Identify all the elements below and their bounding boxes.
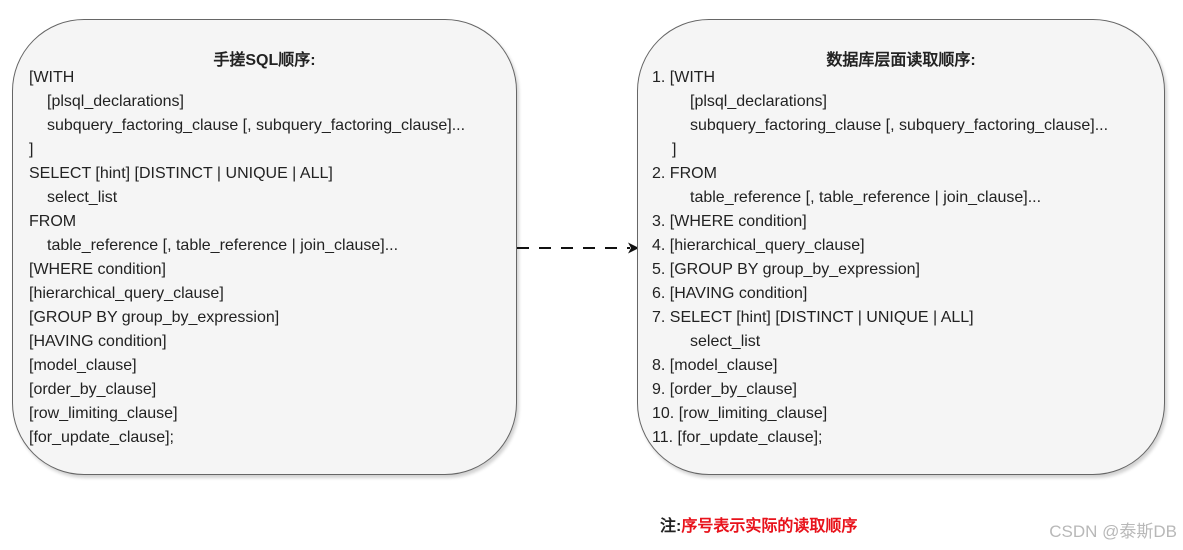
right-box-database-read-order: 数据库层面读取顺序: 1. [WITH [plsql_declarations]… — [637, 19, 1165, 475]
footnote: 注:序号表示实际的读取顺序 — [660, 512, 857, 536]
left-line: [order_by_clause] — [29, 381, 157, 398]
footnote-text: 序号表示实际的读取顺序 — [681, 518, 858, 535]
left-line: [for_update_clause]; — [29, 429, 174, 446]
dashed-arrow-right-icon — [517, 242, 639, 254]
right-line: 9. [order_by_clause] — [652, 381, 797, 398]
right-line: select_list — [690, 333, 761, 350]
right-line: 4. [hierarchical_query_clause] — [652, 237, 865, 254]
left-line: [model_clause] — [29, 357, 137, 374]
left-line: [GROUP BY group_by_expression] — [29, 309, 280, 326]
right-line: 7. SELECT [hint] [DISTINCT | UNIQUE | AL… — [652, 309, 974, 326]
footnote-label: 注: — [660, 518, 682, 535]
right-box-lines: 1. [WITH [plsql_declarations] subquery_f… — [652, 66, 1108, 450]
right-line: 8. [model_clause] — [652, 357, 778, 374]
right-line: [plsql_declarations] — [690, 93, 827, 110]
left-line: [HAVING condition] — [29, 333, 167, 350]
left-line: [row_limiting_clause] — [29, 405, 178, 422]
right-box-title: 数据库层面读取顺序: — [826, 52, 976, 69]
left-box-title: 手搓SQL顺序: — [213, 52, 316, 69]
left-line: [plsql_declarations] — [47, 93, 184, 110]
right-line: 3. [WHERE condition] — [652, 213, 807, 230]
right-line: ] — [672, 141, 677, 158]
right-line: 5. [GROUP BY group_by_expression] — [652, 261, 920, 278]
left-box-lines: [WITH [plsql_declarations] subquery_fact… — [29, 66, 465, 450]
right-line: subquery_factoring_clause [, subquery_fa… — [690, 117, 1109, 134]
left-line: [hierarchical_query_clause] — [29, 285, 224, 302]
right-line: 1. [WITH — [652, 69, 716, 86]
left-line: SELECT [hint] [DISTINCT | UNIQUE | ALL] — [29, 165, 333, 182]
watermark: CSDN @泰斯DB — [1049, 522, 1177, 541]
left-line: [WITH — [29, 69, 75, 86]
left-line: select_list — [47, 189, 118, 206]
left-line: subquery_factoring_clause [, subquery_fa… — [47, 117, 466, 134]
right-line: 11. [for_update_clause]; — [652, 429, 823, 446]
left-box-handwritten-sql-order: 手搓SQL顺序: [WITH [plsql_declarations] subq… — [12, 19, 517, 475]
right-line: 6. [HAVING condition] — [652, 285, 808, 302]
left-line: [WHERE condition] — [29, 261, 166, 278]
right-line: 2. FROM — [652, 165, 717, 182]
right-line: table_reference [, table_reference | joi… — [690, 189, 1042, 206]
left-line: FROM — [29, 213, 77, 230]
left-line: table_reference [, table_reference | joi… — [47, 237, 399, 254]
left-line: ] — [29, 141, 34, 158]
right-line: 10. [row_limiting_clause] — [652, 405, 828, 422]
